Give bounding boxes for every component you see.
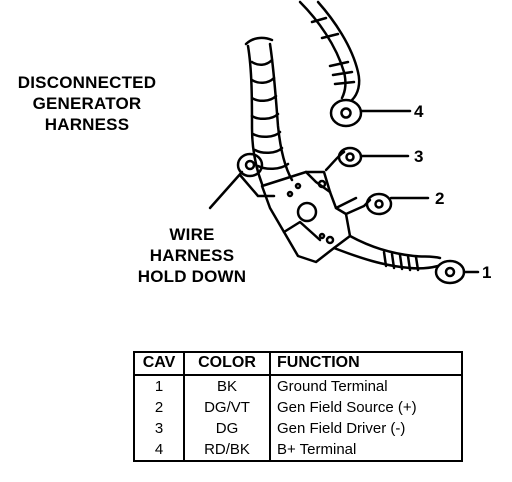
label-line: HARNESS xyxy=(149,246,235,265)
cell-cav: 3 xyxy=(154,420,164,437)
cell-color: BK xyxy=(183,375,270,397)
wire-1 xyxy=(332,234,442,272)
label-line: DISCONNECTED xyxy=(17,73,157,92)
ring-terminal-4 xyxy=(329,98,363,128)
callout-1: 1 xyxy=(482,263,492,282)
label-line: HARNESS xyxy=(44,115,130,134)
table-row: 1 BK Ground Terminal xyxy=(134,375,462,397)
table-header-row: CAV COLOR FUNCTION xyxy=(134,352,462,376)
header-color: COLOR xyxy=(183,352,270,376)
table-row: 4 RD/BK B+ Terminal xyxy=(134,439,462,461)
leader-hold-down xyxy=(208,170,244,210)
cell-function: Gen Field Source (+) xyxy=(269,397,462,418)
header-cav: CAV xyxy=(134,352,184,376)
cell-cav: 4 xyxy=(154,441,164,458)
cell-color: DG xyxy=(183,418,270,439)
ring-terminal-3 xyxy=(324,146,363,172)
hold-down-label: WIRE HARNESS HOLD DOWN xyxy=(126,224,258,287)
connector-body xyxy=(260,170,358,264)
table-row: 2 DG/VT Gen Field Source (+) xyxy=(134,397,462,418)
wire-4 xyxy=(298,0,361,102)
callout-3: 3 xyxy=(414,147,424,166)
cell-function: Ground Terminal xyxy=(269,375,462,397)
cell-color: RD/BK xyxy=(183,439,270,461)
harness-loom xyxy=(244,36,294,186)
label-line: GENERATOR xyxy=(32,94,142,113)
hold-down-bracket xyxy=(236,152,276,198)
disconnected-harness-label: DISCONNECTED GENERATOR HARNESS xyxy=(6,72,168,135)
header-function: FUNCTION xyxy=(269,352,462,376)
table-row: 3 DG Gen Field Driver (-) xyxy=(134,418,462,439)
label-line: HOLD DOWN xyxy=(137,267,247,286)
callout-4: 4 xyxy=(414,102,424,121)
cell-cav: 1 xyxy=(154,378,164,395)
label-line: WIRE xyxy=(169,225,215,244)
ring-terminal-2 xyxy=(344,192,393,216)
cavity-table: CAV COLOR FUNCTION 1 BK Ground Terminal … xyxy=(133,351,463,462)
cell-cav: 2 xyxy=(154,399,164,416)
callout-2: 2 xyxy=(435,189,445,208)
cell-function: Gen Field Driver (-) xyxy=(269,418,462,439)
cell-function: B+ Terminal xyxy=(269,439,462,461)
cell-color: DG/VT xyxy=(183,397,270,418)
ring-terminal-1 xyxy=(434,259,466,285)
